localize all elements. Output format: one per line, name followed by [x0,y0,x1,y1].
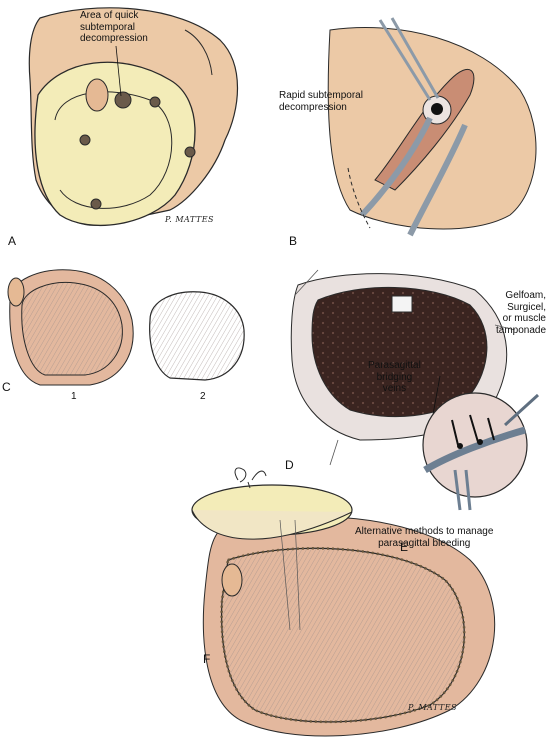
label-alternative-methods: Alternative methods to manage parasagitt… [355,526,494,549]
retractor [359,116,433,218]
burr-hole [149,96,161,108]
artist-signature: P. MATTES [408,703,458,712]
panel-letter-c: C [2,380,11,394]
panel-letter-f: F [203,652,211,666]
panel-c1-exposure [7,269,134,386]
panel-a-head [28,7,238,227]
panel-f-closure [191,467,496,737]
label-c2: 2 [200,391,206,402]
cottonoid [391,295,413,313]
ear [85,78,109,112]
label-c1: 1 [71,391,77,402]
dura-surface [221,547,465,723]
panel-letter-a: A [8,234,17,248]
forceps [378,19,432,101]
panel-e-inset [422,392,540,511]
ear [221,563,243,597]
panel-letter-e: E [400,540,409,554]
forceps [390,17,440,99]
label-bridging-veins: Parasagittal bridging veins [368,360,421,394]
label-gelfoam: Gelfoam, Surgicel, or muscle tamponade [496,290,547,336]
panel-letter-b: B [289,234,298,248]
label-area-quick-decompression: Area of quick subtemporal decompression [80,10,148,44]
burr-hole [79,134,91,146]
burr-hole [90,198,102,210]
burr-hole [184,146,196,158]
ear [7,277,25,307]
artist-signature: P. MATTES [165,215,215,224]
retractor [407,123,468,237]
panel-c2-exposure [149,291,245,381]
panel-letter-d: D [285,458,294,472]
label-rapid-decompression: Rapid subtemporal decompression [279,90,363,113]
burr-hole [114,91,132,109]
panel-b-field [327,17,537,237]
